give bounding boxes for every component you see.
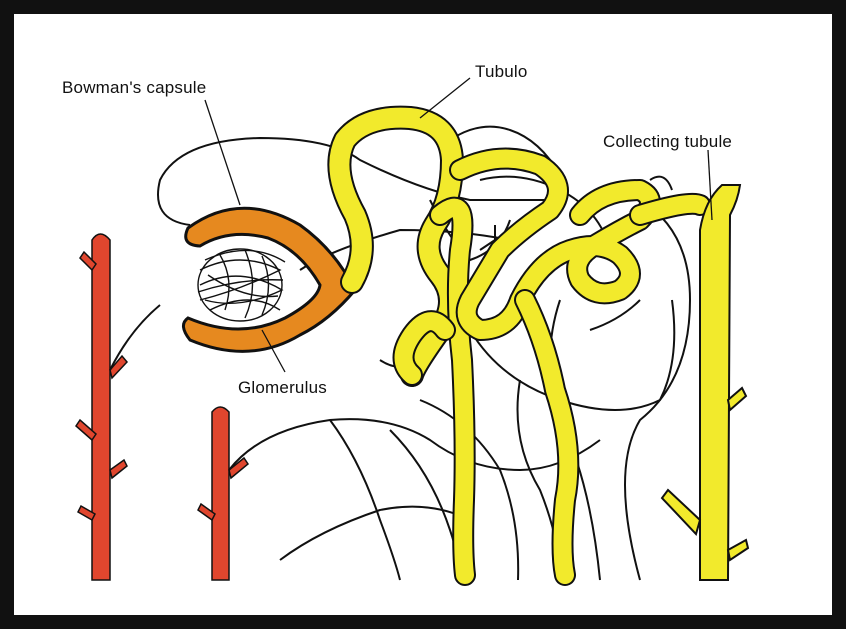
- nephron-tubule: [339, 118, 700, 575]
- glomerulus-tuft: [198, 249, 285, 321]
- vessel-left: [92, 234, 110, 580]
- label-collecting-tubule: Collecting tubule: [603, 132, 732, 152]
- label-tubule: Tubulo: [475, 62, 528, 82]
- leader-bowmans: [205, 100, 240, 205]
- label-glomerulus: Glomerulus: [238, 378, 327, 398]
- vessel-left-branch: [110, 460, 127, 478]
- label-bowmans-capsule: Bowman's capsule: [62, 78, 206, 98]
- leader-tubule: [420, 78, 470, 118]
- vessel-middle: [212, 407, 229, 580]
- collecting-tubule-shape: [662, 185, 748, 580]
